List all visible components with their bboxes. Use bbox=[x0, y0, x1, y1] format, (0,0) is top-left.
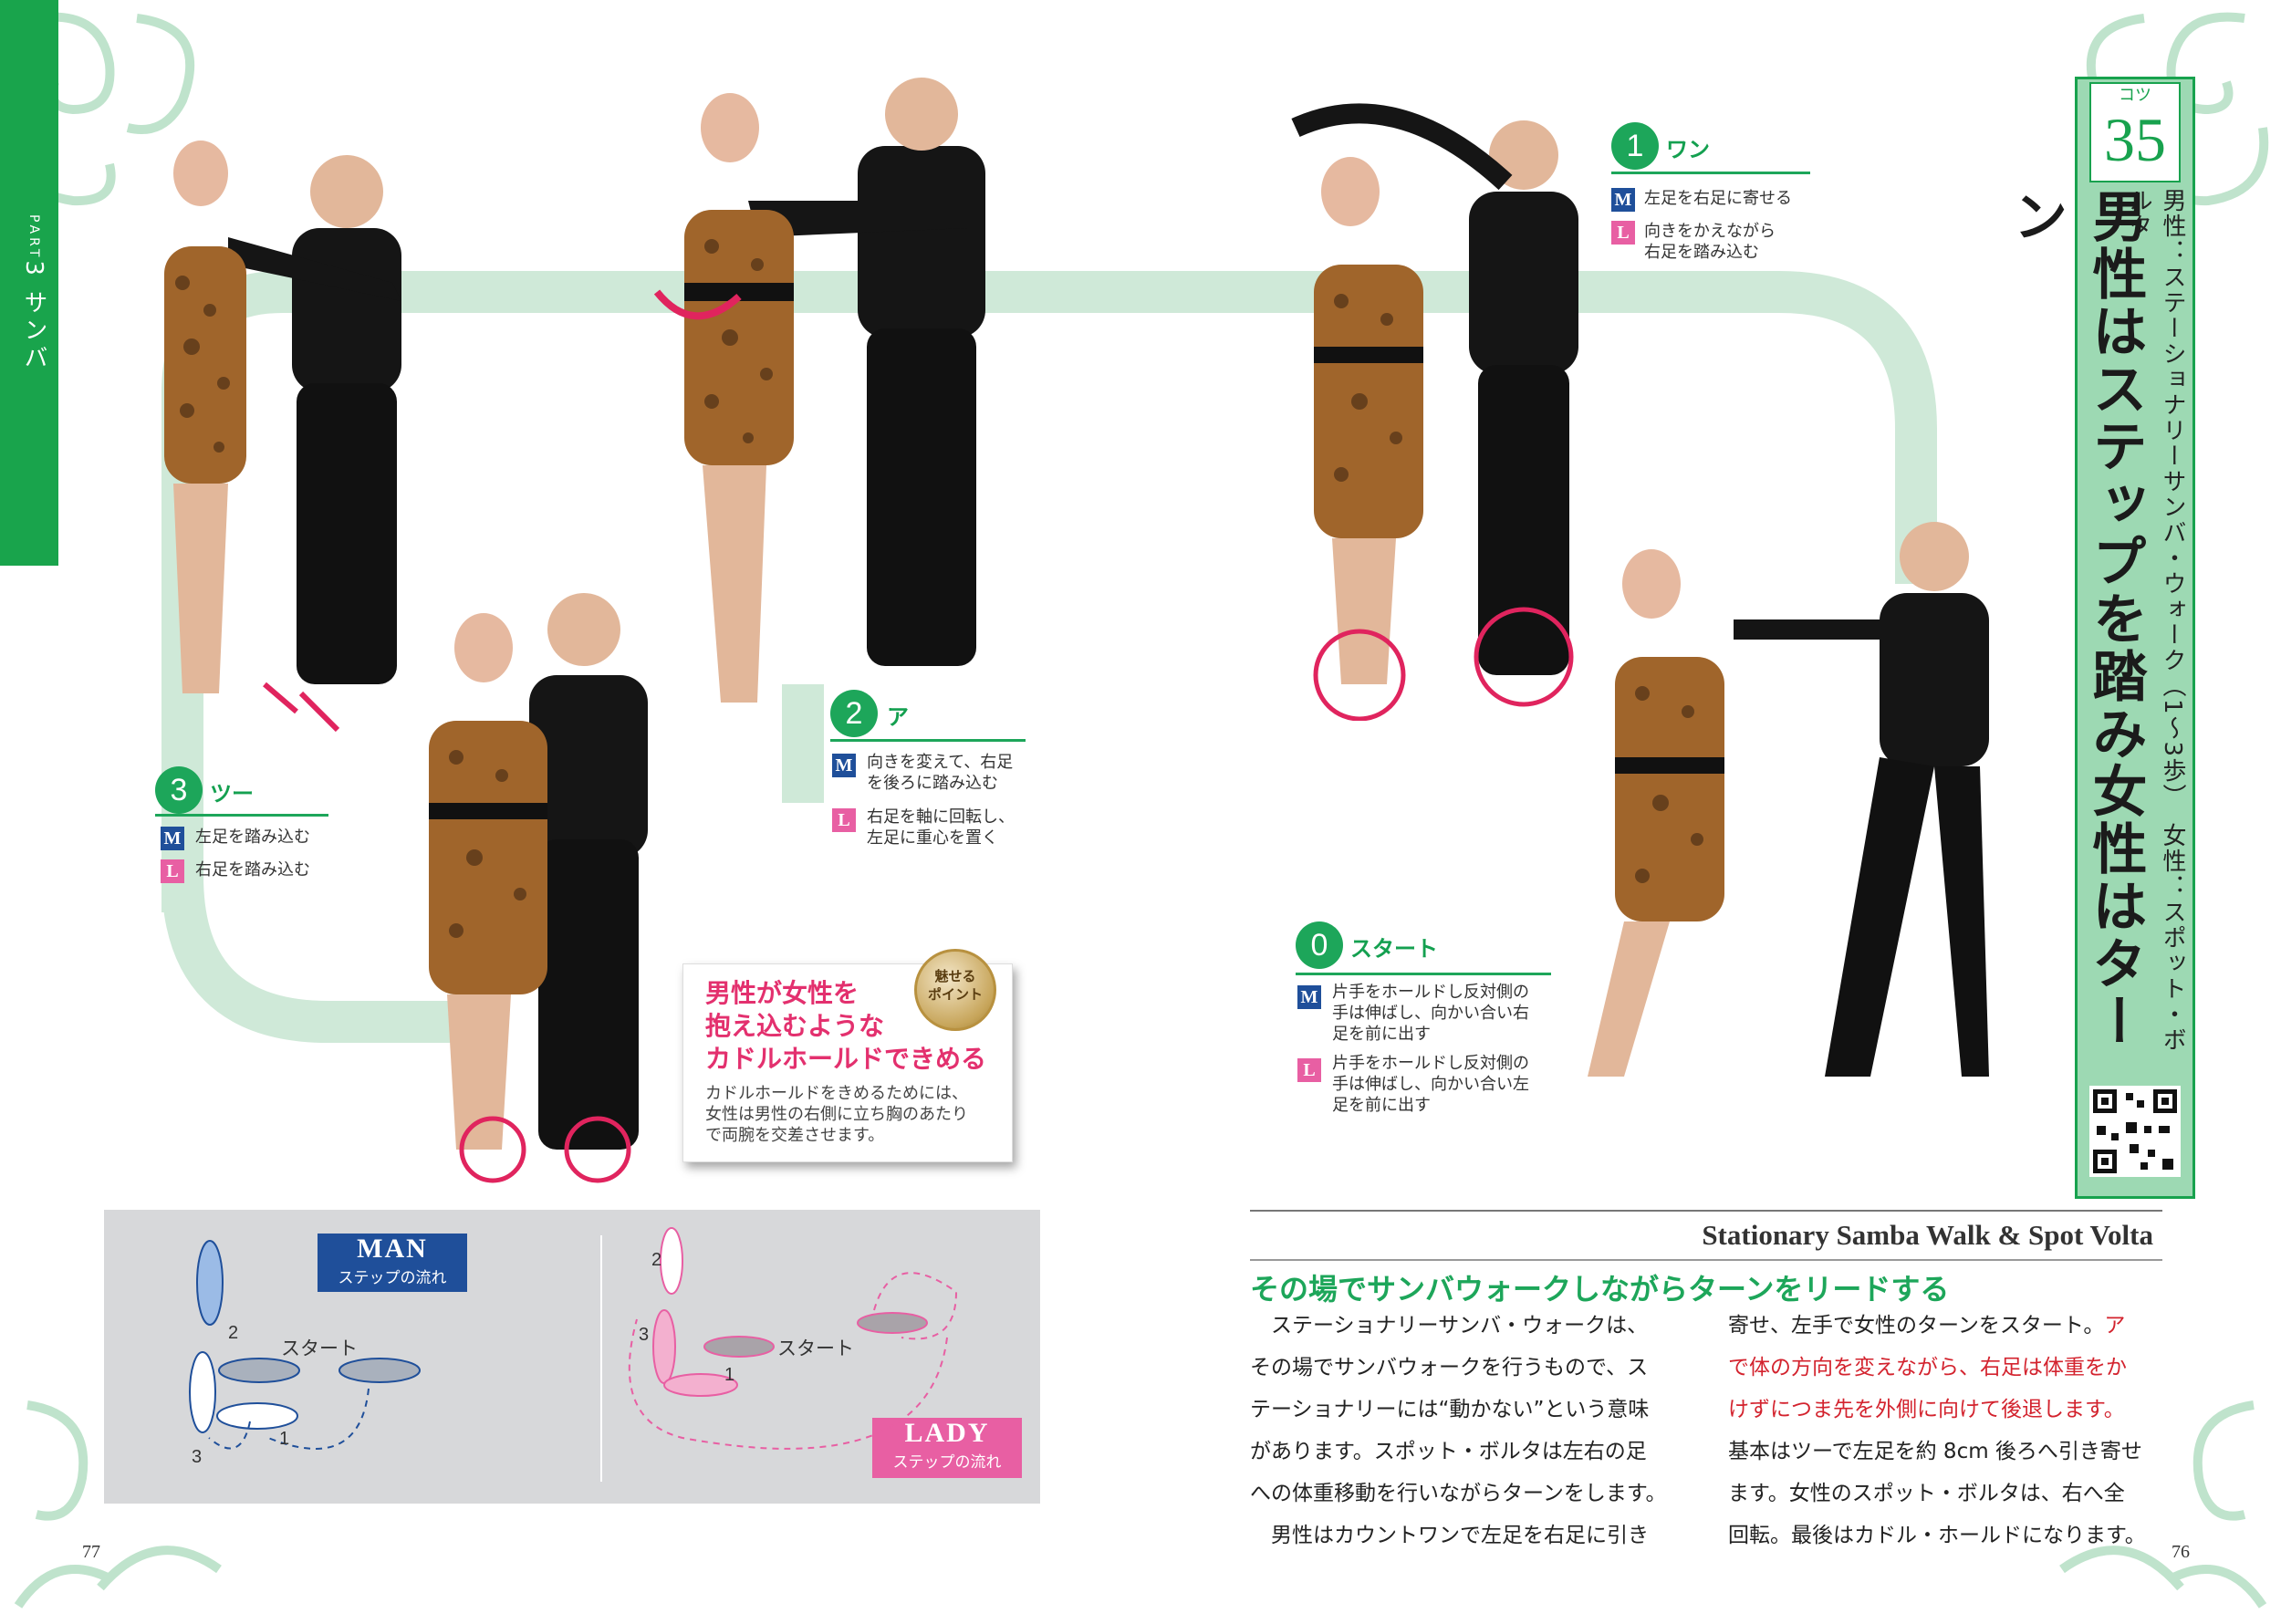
dancer-photo-step-2 bbox=[653, 78, 985, 703]
article-column-right: 寄せ、左手で女性のターンをスタート。ア で体の方向を変えながら、右足は体重をか … bbox=[1728, 1305, 2184, 1556]
charm-point-body: カドルホールドをきめるためには、 女性は男性の右側に立ち胸のあたり で両腕を交差… bbox=[705, 1084, 968, 1145]
step-0-man-text: 片手をホールドし反対側の 手は伸ばし、向かい合い右 足を前に出す bbox=[1332, 983, 1529, 1044]
kotsu-tag bbox=[2089, 82, 2181, 182]
step-3-lady-text: 右足を踏み込む bbox=[195, 860, 310, 880]
step-0-lady-text: 片手をホールドし反対側の 手は伸ばし、向かい合い左 足を前に出す bbox=[1332, 1054, 1529, 1115]
step-3-lady-badge: L bbox=[161, 859, 184, 883]
man-flow-label: MAN ステップの流れ bbox=[318, 1234, 467, 1292]
article-top-rule bbox=[1250, 1210, 2162, 1212]
article-col2-a: 寄せ、左手で女性のターンをスタート。 bbox=[1728, 1314, 2105, 1338]
part-side-tab: PART3 サンバ bbox=[0, 0, 58, 566]
lady-step-2-num: 2 bbox=[651, 1250, 662, 1270]
lady-step-3-num: 3 bbox=[639, 1325, 650, 1345]
man-flow-caption: ステップの流れ bbox=[338, 1269, 447, 1287]
man-start-label: スタート bbox=[281, 1338, 358, 1359]
article-lead: その場でサンバウォークしながらターンをリードする bbox=[1250, 1272, 1950, 1306]
section-name: サンバ bbox=[20, 290, 47, 373]
lady-start-label: スタート bbox=[777, 1338, 854, 1359]
step-3-man-badge: M bbox=[161, 827, 184, 850]
kotsu-label: コツ bbox=[2119, 86, 2151, 105]
step-3-number: 3 bbox=[155, 766, 203, 814]
lady-footprints bbox=[628, 1227, 958, 1450]
charm-point-title: 男性が女性を 抱え込むような カドルホールドできめる bbox=[705, 978, 987, 1074]
step-flow-diagram: MAN ステップの流れ LADY ステップの流れ 2 3 1 スタート 2 3 … bbox=[104, 1210, 1040, 1504]
man-label: MAN bbox=[357, 1234, 428, 1264]
lady-label: LADY bbox=[904, 1418, 990, 1448]
page-number-left: 77 bbox=[82, 1542, 100, 1562]
step-2-man-badge: M bbox=[832, 754, 856, 777]
qr-code-icon bbox=[2089, 1086, 2181, 1177]
step-0-lady-badge: L bbox=[1297, 1058, 1321, 1082]
article-col2-red: ア で体の方向を変えながら、右足は体重をか けずにつま先を外側に向けて後退します… bbox=[1728, 1314, 2127, 1421]
article-column-left: ステーショナリーサンバ・ウォークは、 その場でサンバウォークを行うもので、ス テ… bbox=[1250, 1314, 1667, 1547]
charm-point-seal-icon bbox=[914, 949, 996, 1031]
dancer-photo-step-1 bbox=[1291, 103, 1578, 721]
step-1-man-badge: M bbox=[1611, 188, 1635, 212]
step-3-name: ツー bbox=[210, 781, 254, 807]
kotsu-title: 男性はステップを踏み女性はターン bbox=[2004, 188, 2147, 1050]
step-0-name: スタート bbox=[1350, 936, 1438, 962]
lady-step-1-num: 1 bbox=[724, 1365, 735, 1385]
kotsu-number: 35 bbox=[2104, 105, 2166, 174]
man-footprints bbox=[189, 1240, 421, 1450]
part-number: 3 bbox=[20, 260, 47, 279]
step-1-rule bbox=[1611, 172, 1810, 174]
man-step-3-num: 3 bbox=[192, 1447, 203, 1467]
step-0-rule bbox=[1296, 973, 1551, 975]
step-1-lady-text: 向きをかえながら 右足を踏み込む bbox=[1644, 222, 1776, 262]
step-1-man-text: 左足を右足に寄せる bbox=[1644, 189, 1792, 208]
lady-flow-label: LADY ステップの流れ bbox=[872, 1418, 1022, 1478]
step-2-number: 2 bbox=[830, 690, 878, 737]
man-step-1-num: 1 bbox=[279, 1429, 290, 1449]
article-sub-rule bbox=[1250, 1259, 2162, 1261]
charm-point-seal-label: 魅せる ポイント bbox=[927, 968, 983, 1003]
step-2-man-text: 向きを変えて、右足 を後ろに踏み込む bbox=[867, 753, 1014, 793]
step-2-name: ア bbox=[887, 704, 909, 730]
man-step-2-num: 2 bbox=[228, 1323, 239, 1343]
kotsu-header-frame bbox=[2075, 77, 2195, 1199]
article-english-title: Stationary Samba Walk & Spot Volta bbox=[1702, 1219, 2153, 1251]
step-2-rule bbox=[830, 739, 1026, 742]
article-col2-b: 基本はツーで左足を約 8cm 後ろへ引き寄せ ます。女性のスポット・ボルタは、右… bbox=[1728, 1440, 2146, 1547]
part-side-tab-label: PART3 サンバ bbox=[7, 214, 51, 372]
step-1-lady-badge: L bbox=[1611, 221, 1635, 245]
dancer-photo-step-3 bbox=[164, 141, 401, 733]
step-0-number: 0 bbox=[1296, 921, 1343, 969]
step-1-name: ワン bbox=[1666, 137, 1710, 162]
step-3-rule bbox=[155, 814, 328, 817]
part-label: PART bbox=[26, 214, 41, 261]
step-2-lady-badge: L bbox=[832, 808, 856, 832]
ornament-bottom-right bbox=[2059, 1400, 2267, 1608]
kotsu-subtitle: 男性：ステーショナリーサンバ・ウォーク（1〜3歩） 女性：スポット・ボルタ bbox=[2125, 188, 2186, 1054]
ornament-bottom-left bbox=[14, 1400, 222, 1608]
step-3-man-text: 左足を踏み込む bbox=[195, 828, 310, 847]
step-1-number: 1 bbox=[1611, 122, 1659, 170]
lady-flow-caption: ステップの流れ bbox=[892, 1453, 1002, 1472]
dancer-photo-start bbox=[1588, 522, 1989, 1077]
page-number-right: 76 bbox=[2172, 1542, 2190, 1562]
diagram-divider bbox=[600, 1235, 602, 1482]
dancer-photo-cuddle-hold bbox=[429, 593, 648, 1183]
step-2-lady-text: 右足を軸に回転し、 左足に重心を置く bbox=[867, 807, 1015, 848]
step-0-man-badge: M bbox=[1297, 985, 1321, 1009]
